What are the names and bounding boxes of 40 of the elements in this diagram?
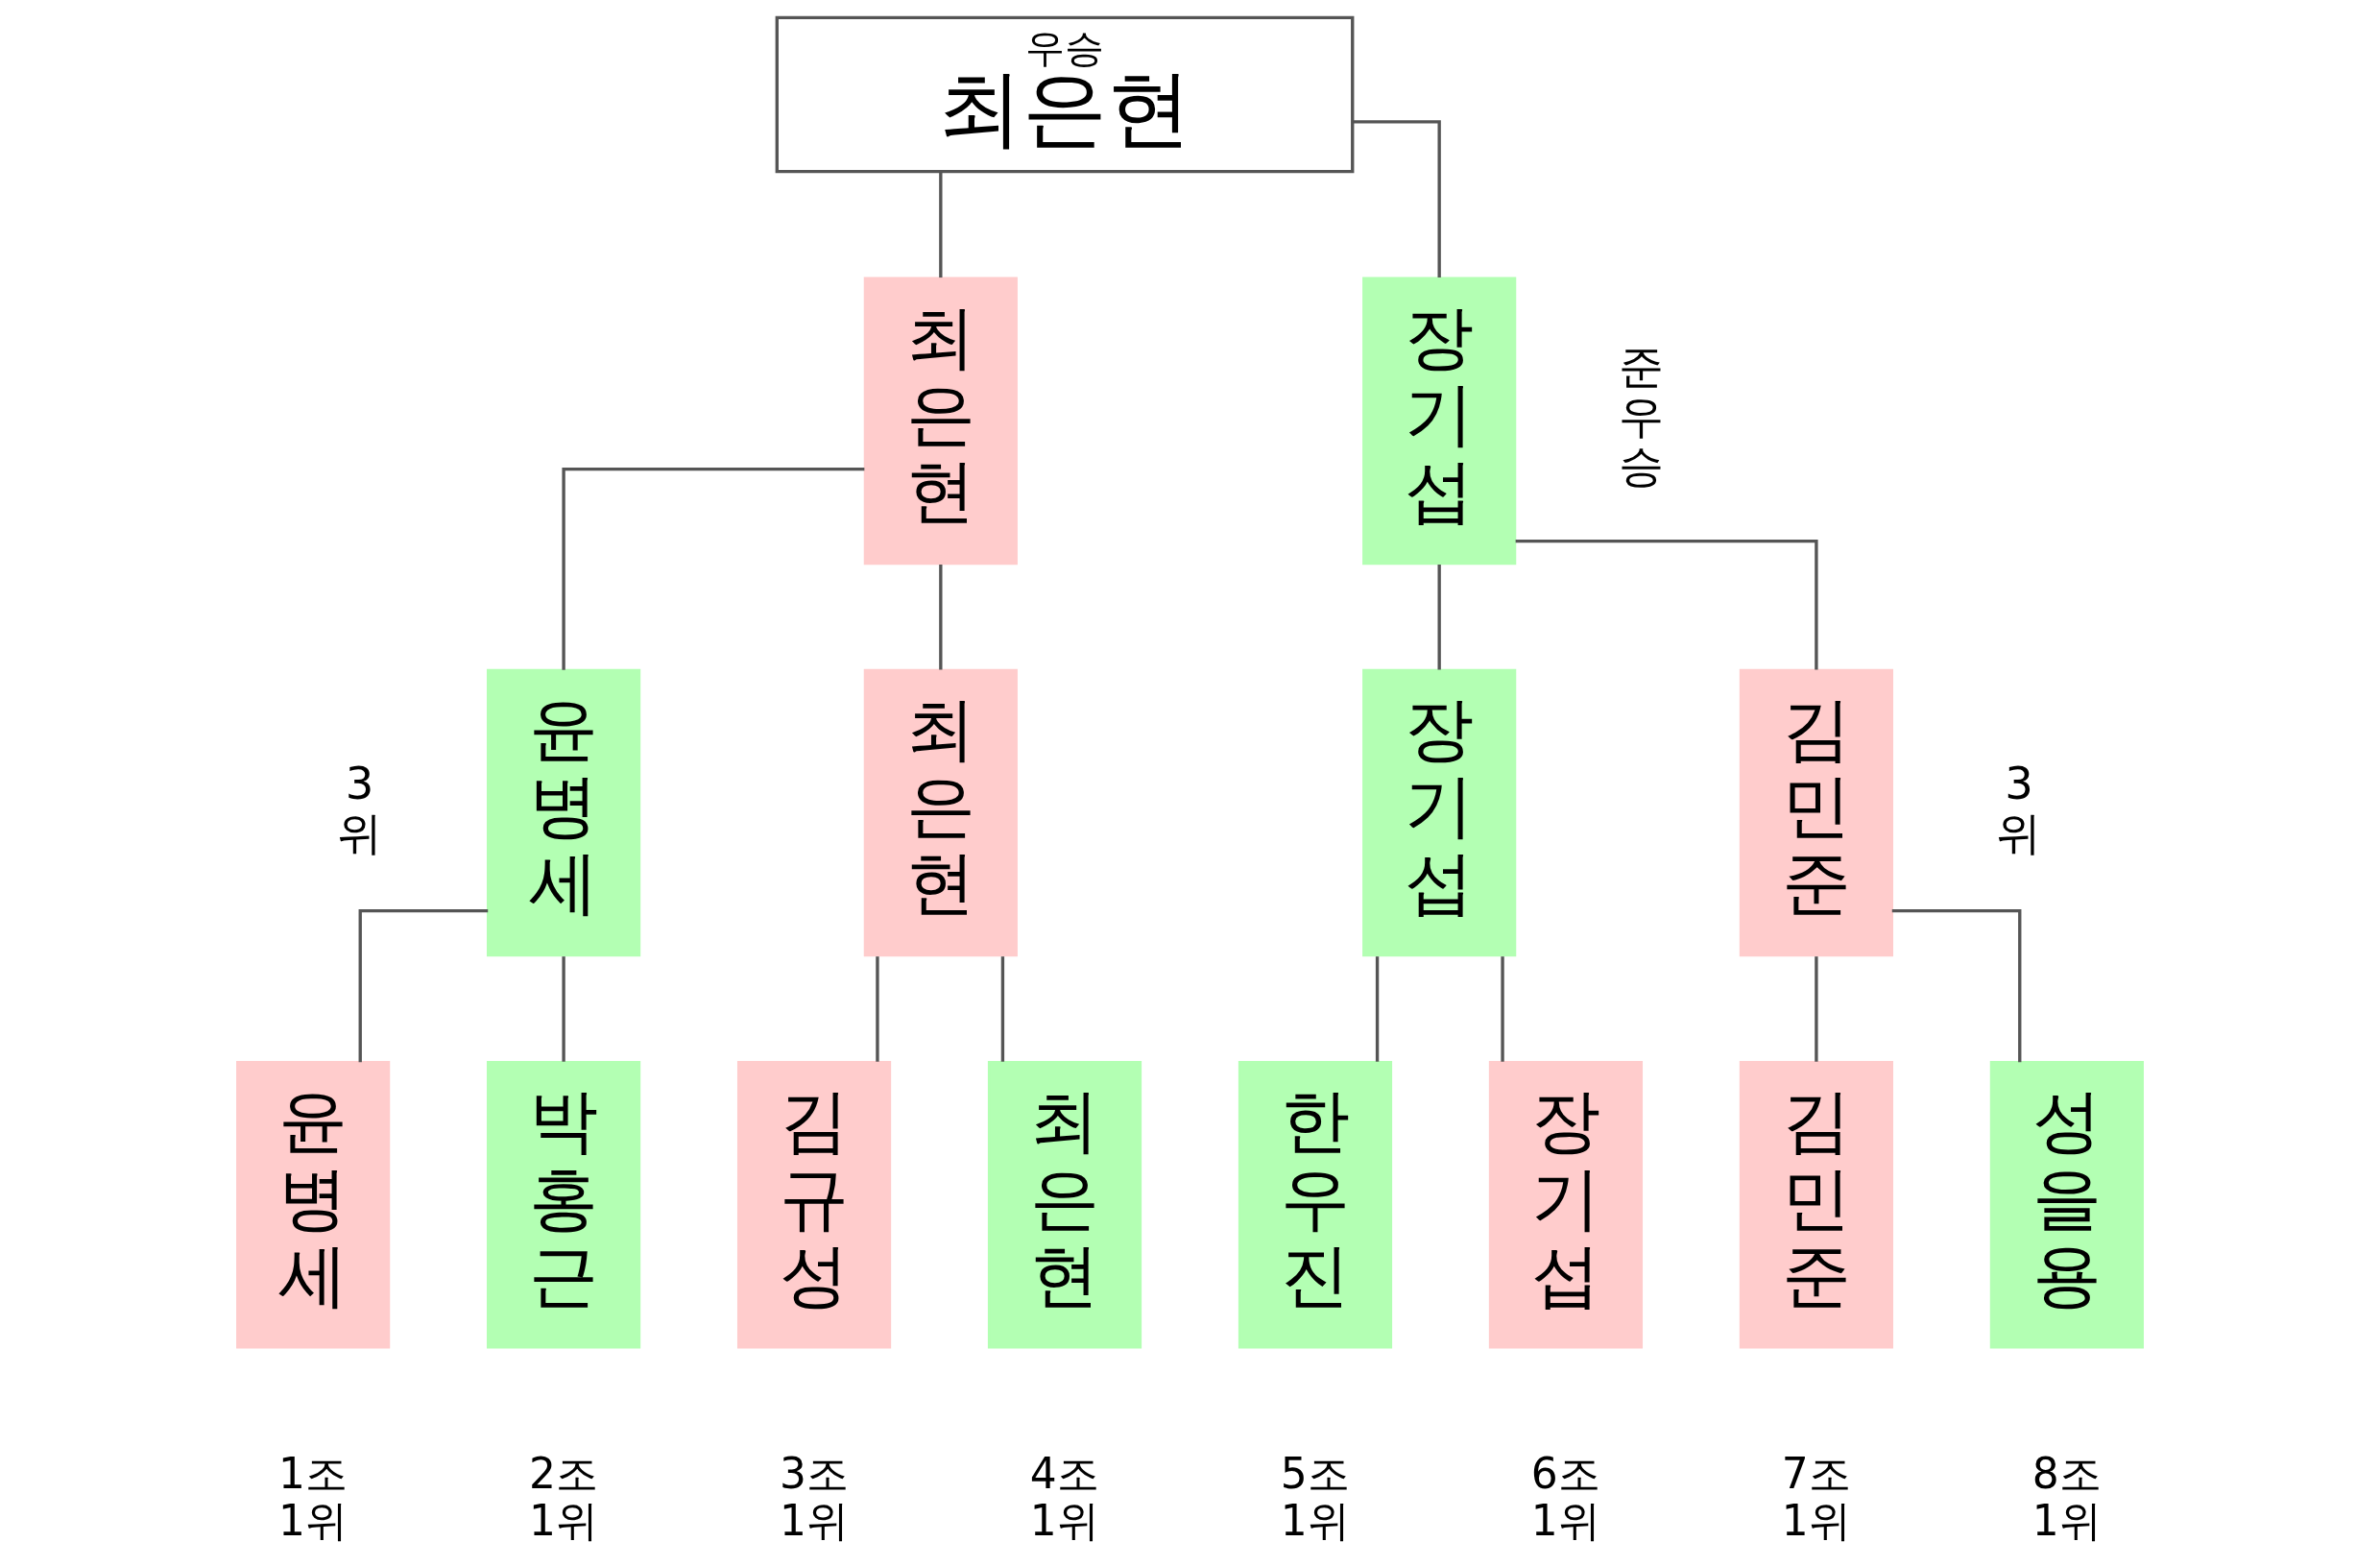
node-label: 3위 [1996,758,2042,859]
node-box: 한우진 [1238,1060,1393,1349]
node-label: 8조 1위 [2031,1448,2102,1545]
node-box: 윤병세 [236,1060,391,1349]
connector [1375,956,1380,1062]
node-box: 김규성 [736,1060,892,1349]
node-box: 김민준 [1739,1060,1893,1349]
node-box: 성을용 [1989,1060,2144,1349]
node-label: 1조 1위 [277,1448,348,1545]
connector [1515,539,1818,670]
connector [1437,564,1441,670]
connector [1000,956,1005,1062]
node-box: 장기섭 [1488,1060,1644,1349]
connector [939,564,943,670]
connector [1891,908,2022,1063]
node-box: 윤병세 [487,668,641,957]
connector [562,467,865,670]
node-label: 5조 1위 [1280,1448,1350,1545]
node-label: 준우승 [1619,340,1665,493]
node-label: 3위 [336,758,382,859]
node-label: 2조 1위 [528,1448,598,1545]
connector [1815,956,1818,1062]
node-box: 김민준 [1739,668,1893,957]
connector [1353,120,1441,277]
node-label: 3조 1위 [779,1448,849,1545]
node-label: 7조 1위 [1781,1448,1851,1545]
node-box: 박홍근 [487,1060,641,1349]
node-box: 최은현 [987,1060,1142,1349]
connector [562,956,565,1062]
node-box: 최은현 [863,277,1018,566]
connector [876,956,879,1062]
connector [939,172,943,278]
node-label: 6조 1위 [1530,1448,1600,1545]
node-box: 최은현 [863,668,1018,957]
node-box: 장기섭 [1362,668,1517,957]
node-box: 우승 최은현 [775,15,1355,174]
connector [358,908,489,1063]
node-box: 장기섭 [1362,277,1517,566]
connector [1501,956,1504,1062]
node-label: 4조 1위 [1029,1448,1099,1545]
